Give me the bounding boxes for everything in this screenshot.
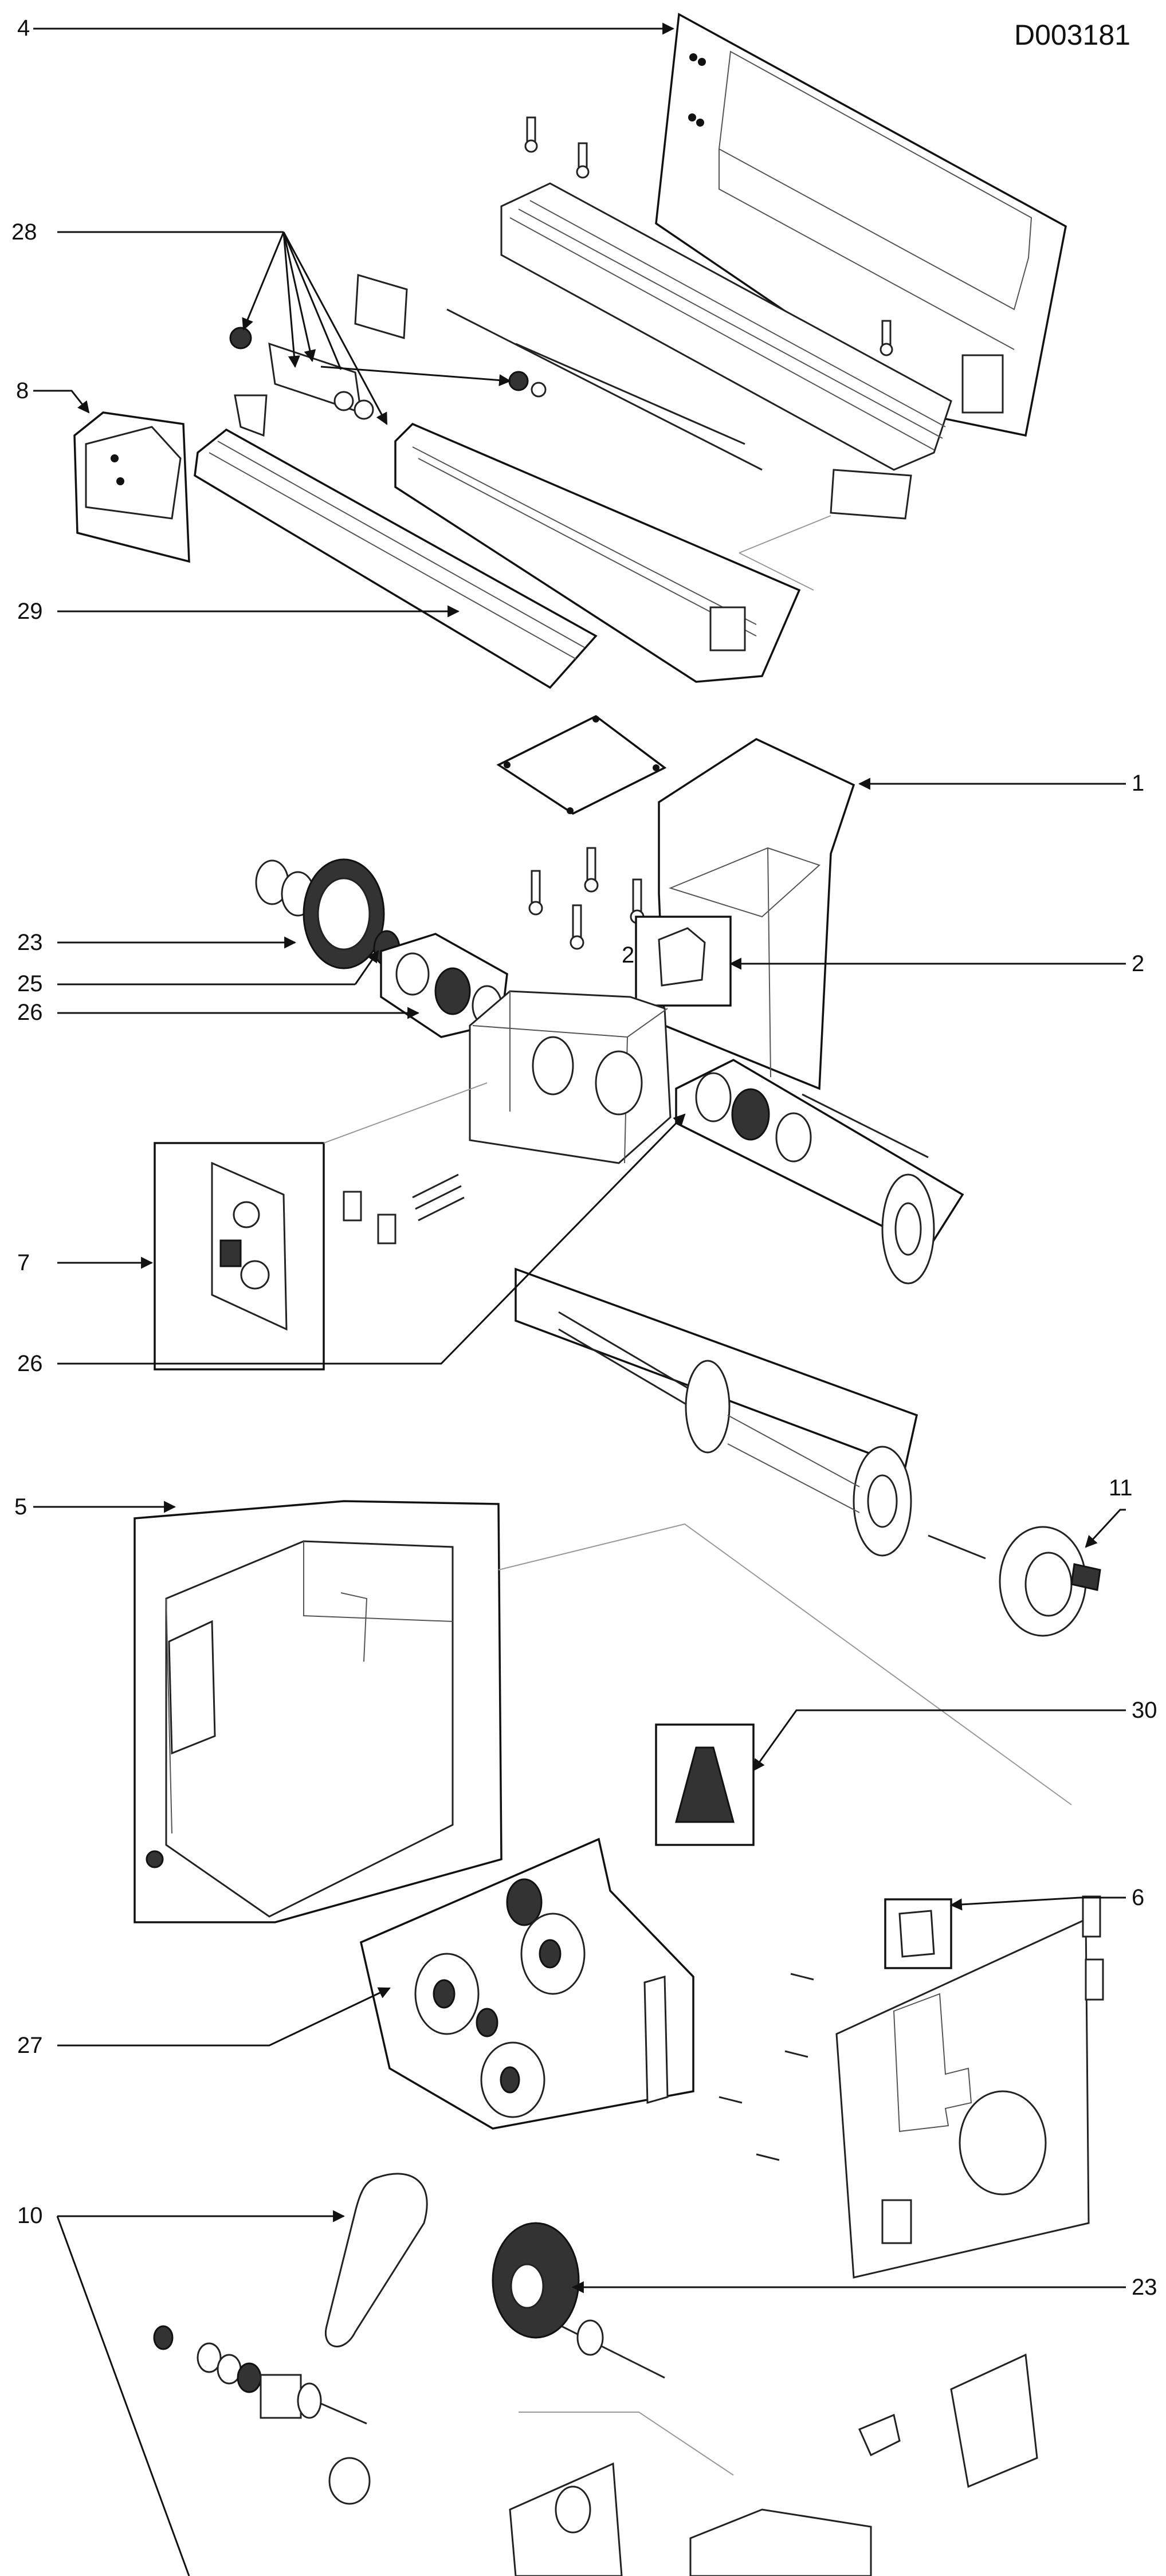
- document-id: D003181: [1014, 19, 1130, 51]
- callout-26-lower: 26: [17, 1351, 43, 1376]
- callout-numbers: 4 28 8 29 1 23 2 2 25 26 7 26 11 5 30 6 …: [11, 15, 1157, 2300]
- callout-23-top: 23: [17, 930, 43, 955]
- change-gears: [414, 1878, 669, 2118]
- motor-group: [153, 2173, 1038, 2576]
- drive-belt: [325, 2173, 428, 2347]
- callout-6: 6: [1132, 1885, 1144, 1910]
- callout-10: 10: [17, 2203, 43, 2228]
- callout-2-left: 2: [622, 943, 634, 968]
- cover-bracket: [961, 354, 1004, 414]
- callout-29: 29: [17, 599, 43, 624]
- cover-panel-4: [655, 13, 1067, 437]
- headstock-assembly-group: [154, 714, 1101, 1637]
- gearbox-components-28: [229, 274, 547, 437]
- headstock-bolts: [528, 847, 645, 950]
- junction-box: [950, 2353, 1038, 2488]
- bracket-panel-6: [884, 1898, 952, 1969]
- feed-rod: [515, 343, 745, 445]
- callout-leaders: [33, 22, 1126, 2576]
- side-plate-screws: [719, 1973, 814, 2161]
- cover-shape: [718, 50, 1032, 350]
- belt-cover-panel-1: [658, 738, 855, 1090]
- bed-bolts: [524, 116, 893, 356]
- bed-rails: [509, 200, 946, 450]
- screw-icon: [698, 58, 706, 66]
- callout-28: 28: [11, 219, 37, 245]
- change-gear-panel-27: [359, 1837, 694, 2130]
- top-plate: [496, 714, 667, 815]
- lead-screw: [446, 308, 763, 471]
- rack-panel-29: [194, 428, 598, 689]
- callout-27: 27: [17, 2033, 43, 2058]
- small-screws: [412, 1173, 465, 1222]
- screw-icon: [689, 53, 697, 61]
- side-plate: [835, 1918, 1090, 2279]
- motor-shaft-parts: [153, 2325, 371, 2505]
- callout-30: 30: [1132, 1698, 1157, 1723]
- callout-26-upper: 26: [17, 1000, 43, 1025]
- callout-23-bottom: 23: [1132, 2275, 1157, 2300]
- callout-4: 4: [17, 15, 30, 41]
- callout-8: 8: [16, 378, 29, 403]
- spindle: [558, 1311, 912, 1557]
- bed-assembly-group: [73, 13, 1067, 689]
- side-bracket: [1085, 1958, 1104, 2001]
- callout-11: 11: [1109, 1475, 1133, 1501]
- cone-pulley: [675, 1746, 735, 1823]
- screw-icon: [688, 113, 696, 121]
- callout-7: 7: [17, 1250, 30, 1275]
- callout-25: 25: [17, 971, 43, 996]
- motor-housing: [689, 2508, 872, 2576]
- callout-2-right: 2: [1132, 951, 1144, 976]
- callout-1: 1: [1132, 771, 1144, 796]
- side-bracket: [1082, 1895, 1101, 1938]
- apron-box: [85, 426, 182, 520]
- chuck-11: [928, 1526, 1101, 1637]
- screw-icon: [696, 119, 704, 127]
- bed-foot: [830, 469, 912, 520]
- callout-5: 5: [14, 1494, 27, 1519]
- pulley-23: [255, 858, 401, 969]
- end-cover-group: [134, 1500, 1104, 2279]
